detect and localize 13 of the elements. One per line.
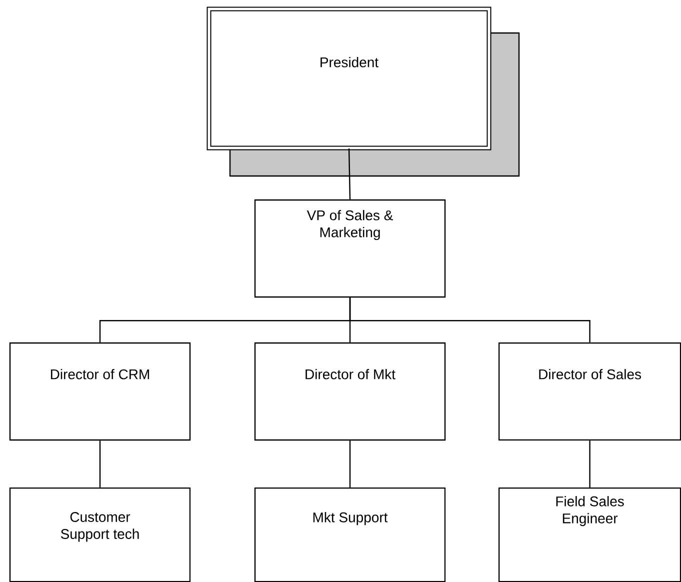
role-box: Customer Support tech <box>9 487 191 582</box>
role-box: Director of Sales <box>498 342 681 441</box>
role-box: Field Sales Engineer <box>498 487 681 582</box>
role-box: Director of CRM <box>9 342 191 441</box>
connector-line <box>99 440 101 488</box>
connector-line <box>348 148 351 200</box>
role-box: Director of Mkt <box>254 342 446 441</box>
role-box: Mkt Support <box>254 487 446 582</box>
title-box: President <box>206 6 492 150</box>
connector-line <box>349 298 590 342</box>
connector-line <box>349 440 351 488</box>
connector-line <box>589 440 590 488</box>
role-box: VP of Sales & Marketing <box>254 199 446 298</box>
